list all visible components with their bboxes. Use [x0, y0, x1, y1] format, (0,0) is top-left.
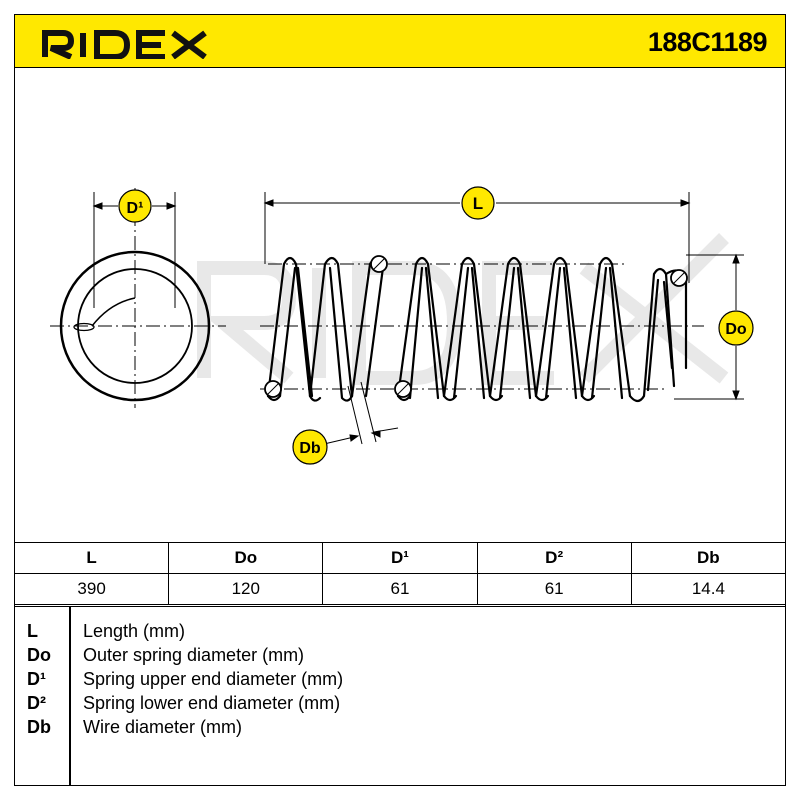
svg-text:L: L: [473, 194, 483, 213]
dimension-d1: [92, 192, 177, 308]
spec-value-row: 390 120 61 61 14.4: [13, 573, 787, 605]
svg-text:Do: Do: [725, 321, 747, 338]
dimension-do: [674, 253, 744, 401]
spec-header-l: L: [13, 542, 170, 574]
spec-header-d2: D²: [476, 542, 632, 574]
legend-key: D¹: [27, 669, 46, 689]
spec-value-d1: 61: [322, 573, 478, 605]
label-bubble-l: L: [461, 186, 495, 220]
legend-key: D²: [27, 693, 46, 713]
legend-key: Do: [27, 645, 51, 665]
spec-value-d2: 61: [476, 573, 632, 605]
dimension-db: [323, 381, 399, 445]
header-bar: 188C1189: [14, 14, 786, 68]
spec-value-db: 14.4: [630, 573, 787, 605]
legend-desc: Outer spring diameter (mm): [83, 645, 305, 665]
legend-key: L: [27, 621, 38, 641]
legend-desc: Length (mm): [83, 621, 186, 641]
legend-desc: Spring lower end diameter (mm): [83, 693, 341, 713]
legend-key: Db: [27, 717, 51, 737]
wire-sections: [264, 255, 688, 398]
spec-header-d1: D¹: [322, 542, 478, 574]
part-number: 188C1189: [647, 27, 768, 57]
spring-end-view: [50, 188, 226, 408]
spec-header-row: L Do D¹ D² Db: [13, 542, 787, 574]
spec-value-do: 120: [168, 573, 324, 605]
legend-box: L Length (mm) Do Outer spring diameter (…: [14, 606, 786, 786]
label-bubble-d1: D¹: [118, 189, 152, 223]
spec-header-db: Db: [630, 542, 787, 574]
label-bubble-do: Do: [718, 310, 754, 346]
legend-desc: Wire diameter (mm): [83, 717, 243, 737]
legend-desc: Spring upper end diameter (mm): [83, 669, 344, 689]
dimension-l: [263, 192, 691, 283]
label-bubble-db: Db: [292, 429, 328, 465]
spec-table: L Do D¹ D² Db 390 120 61 61 14.4: [13, 542, 787, 605]
legend-divider: [69, 607, 71, 785]
svg-text:D¹: D¹: [127, 200, 144, 217]
brand-logo: [42, 30, 207, 59]
spec-header-do: Do: [168, 542, 324, 574]
spec-value-l: 390: [13, 573, 170, 605]
svg-text:Db: Db: [299, 440, 321, 457]
spring-drawing: D¹ L Do Db: [50, 186, 754, 465]
